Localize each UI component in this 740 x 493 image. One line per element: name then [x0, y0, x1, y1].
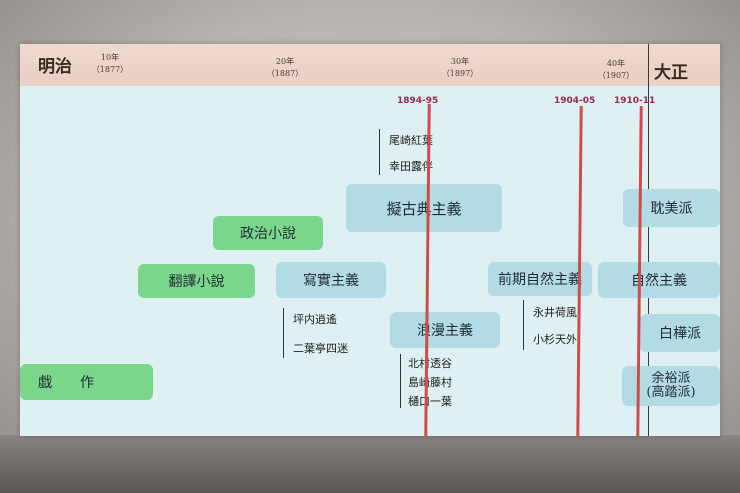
author-ozaki: 尾崎紅葉: [389, 134, 433, 147]
tick-label: 20年: [275, 57, 295, 66]
author-kosugi: 小杉天外: [533, 333, 577, 346]
tick-label: 30年: [450, 57, 470, 66]
bracket-giko: [379, 129, 380, 175]
author-shimazaki: 島崎藤村: [408, 376, 452, 389]
tick-label: 10年: [100, 53, 120, 62]
slide: 明治 10年 （1877） 20年 （1887） 30年 （1897） 40年 …: [20, 44, 720, 436]
author-tsubouchi: 坪内逍遙: [293, 313, 337, 326]
box-seiji: 政治小說: [213, 216, 323, 250]
tick-year: （1877）: [91, 65, 129, 74]
box-honyaku: 翻譯小說: [138, 264, 255, 298]
tick-30: 30年 （1897）: [440, 56, 480, 80]
marker-label-1910: 1910-11: [614, 96, 656, 106]
tick-40: 40年 （1907）: [596, 58, 636, 82]
tick-10: 10年 （1877）: [90, 52, 130, 76]
tick-year: （1897）: [441, 69, 479, 78]
tick-20: 20年 （1887）: [265, 56, 305, 80]
author-koda: 幸田露伴: [389, 160, 433, 173]
floor-shadow: [0, 435, 740, 493]
box-shizen: 自然主義: [598, 262, 720, 298]
era-divider: [648, 44, 649, 436]
timeline-bar: 明治 10年 （1877） 20年 （1887） 30年 （1897） 40年 …: [20, 44, 720, 86]
bracket-zenki-shizen: [523, 300, 524, 350]
era-taisho: 大正: [654, 63, 688, 83]
box-shirakaba: 白樺派: [640, 314, 720, 352]
tick-year: （1887）: [266, 69, 304, 78]
bracket-roman: [400, 354, 401, 408]
bracket-shajitsu: [283, 308, 284, 358]
tick-label: 40年: [606, 59, 626, 68]
author-kitamura: 北村透谷: [408, 357, 452, 370]
marker-label-1904: 1904-05: [554, 96, 596, 106]
author-nagai: 永井荷風: [533, 306, 577, 319]
box-gesaku: 戯 作: [20, 364, 153, 400]
marker-label-1894: 1894-95: [397, 96, 439, 106]
author-higuchi: 樋口一葉: [408, 395, 452, 408]
box-zenki-shizen: 前期自然主義: [488, 262, 592, 296]
author-futabatei: 二葉亭四迷: [293, 342, 348, 355]
tick-year: （1907）: [597, 71, 635, 80]
era-meiji: 明治: [38, 57, 72, 77]
box-giko: 擬古典主義: [346, 184, 502, 232]
box-shajitsu: 寫實主義: [276, 262, 386, 298]
box-roman: 浪漫主義: [390, 312, 500, 348]
